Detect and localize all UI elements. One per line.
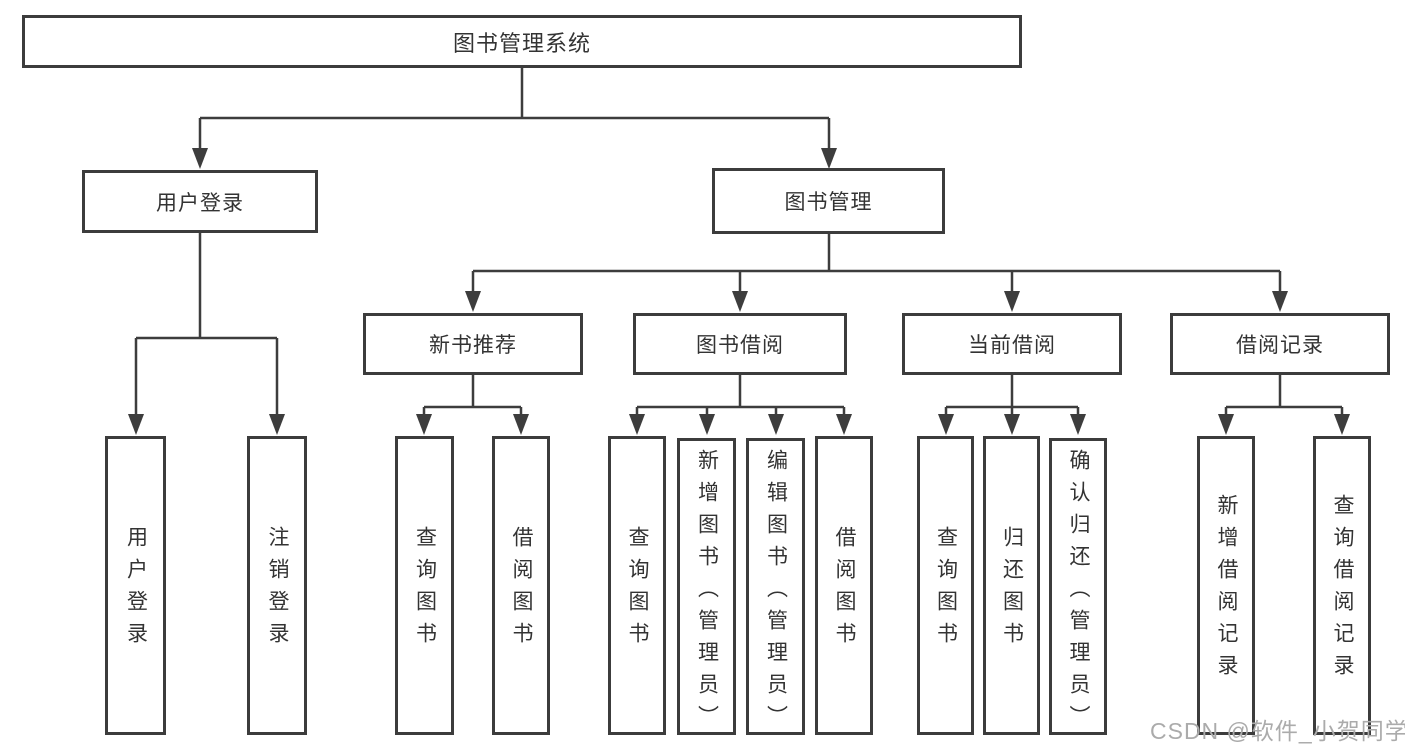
node-current-borrow: 当前借阅 xyxy=(902,313,1122,375)
leaf-current-confirm-return-admin: 确认归还（管理员） xyxy=(1049,438,1107,737)
leaf-borrow-query-books: 查询图书 xyxy=(608,436,666,735)
leaf-user-login: 用户登录 xyxy=(105,436,166,735)
leaf-current-query-books: 查询图书 xyxy=(917,436,974,735)
leaf-borrow-add-books-admin: 新增图书（管理员） xyxy=(677,438,736,737)
leaf-current-return-books: 归还图书 xyxy=(983,436,1040,735)
node-root-library-system: 图书管理系统 xyxy=(22,15,1022,68)
node-book-management: 图书管理 xyxy=(712,168,945,234)
csdn-watermark: CSDN @软件_小贺同学 xyxy=(1150,718,1405,744)
leaf-records-query-record: 查询借阅记录 xyxy=(1313,436,1371,735)
leaf-borrow-edit-books-admin: 编辑图书（管理员） xyxy=(746,438,805,737)
leaf-newbooks-query-books: 查询图书 xyxy=(395,436,454,735)
node-borrow-records: 借阅记录 xyxy=(1170,313,1390,375)
leaf-logout: 注销登录 xyxy=(247,436,307,735)
node-new-book-recommend: 新书推荐 xyxy=(363,313,583,375)
leaf-records-add-record: 新增借阅记录 xyxy=(1197,436,1255,735)
node-book-borrow: 图书借阅 xyxy=(633,313,847,375)
leaf-borrow-borrow-books: 借阅图书 xyxy=(815,436,873,735)
node-user-login: 用户登录 xyxy=(82,170,318,233)
connector-arrowheads xyxy=(128,148,1350,435)
leaf-newbooks-borrow-books: 借阅图书 xyxy=(492,436,550,735)
